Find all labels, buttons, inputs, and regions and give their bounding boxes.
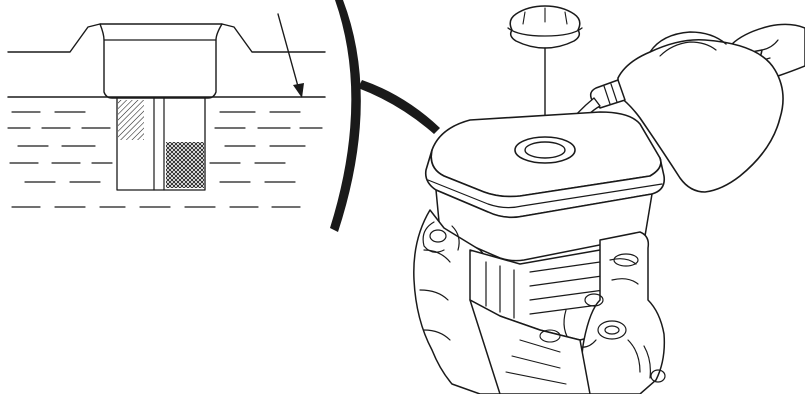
engine-body	[413, 209, 666, 395]
strainer-mesh-upper	[118, 100, 144, 140]
callout-bracket	[330, 0, 361, 232]
fuel-tank	[424, 111, 666, 262]
fuel-can	[589, 31, 784, 193]
level-arrow	[277, 13, 304, 98]
fuel-tank-detail-inset	[7, 13, 326, 208]
strainer-mesh-lower	[166, 142, 204, 188]
fuel-dashes	[7, 111, 323, 208]
callout-pointer	[358, 80, 440, 134]
fuel-cap	[507, 5, 583, 136]
